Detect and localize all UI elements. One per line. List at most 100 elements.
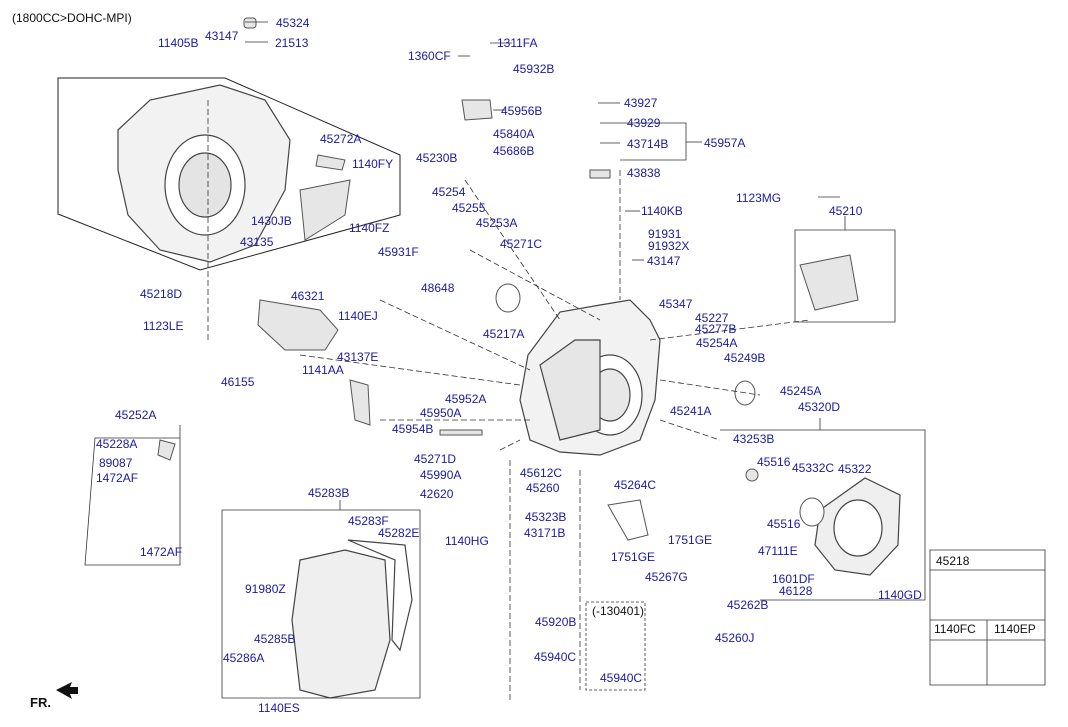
leader-lines-dashed bbox=[207, 100, 811, 700]
part-label-9[interactable]: 45686B bbox=[493, 144, 535, 158]
part-label-65[interactable]: 45322 bbox=[838, 462, 872, 476]
part-label-43[interactable]: 43137E bbox=[337, 350, 379, 364]
part-label-37[interactable]: 45347 bbox=[659, 297, 693, 311]
part-label-74[interactable]: 45516 bbox=[767, 517, 801, 531]
table-cell-45218: 45218 bbox=[936, 554, 970, 568]
part-label-12[interactable]: 43714B bbox=[627, 137, 669, 151]
part-label-17[interactable]: 45230B bbox=[416, 151, 458, 165]
part-label-69[interactable]: 45323B bbox=[525, 510, 567, 524]
part-label-47[interactable]: 45950A bbox=[420, 406, 462, 420]
part-label-21[interactable]: 45254 bbox=[432, 185, 466, 199]
part-label-28[interactable]: 46321 bbox=[291, 289, 325, 303]
part-label-29[interactable]: 1140EJ bbox=[338, 309, 378, 323]
part-label-56[interactable]: 45271D bbox=[414, 452, 457, 466]
part-label-7[interactable]: 45956B bbox=[501, 104, 543, 118]
part-label-72[interactable]: 1751GE bbox=[668, 533, 713, 547]
part-label-0[interactable]: 45324 bbox=[276, 16, 310, 30]
part-label-10[interactable]: 43927 bbox=[624, 96, 658, 110]
part-label-84[interactable]: 45285B bbox=[254, 632, 296, 646]
part-label-52[interactable]: 45252A bbox=[115, 408, 157, 422]
variant-label: (1800CC>DOHC-MPI) bbox=[12, 11, 132, 25]
part-label-55[interactable]: 1472AF bbox=[96, 471, 139, 485]
part-label-19[interactable]: 43135 bbox=[240, 235, 274, 249]
table-cell-1140FC: 1140FC bbox=[934, 622, 976, 636]
part-label-68[interactable]: 45282E bbox=[378, 526, 420, 540]
part-label-26[interactable]: 48648 bbox=[421, 281, 455, 295]
part-label-73[interactable]: 1140HG bbox=[445, 534, 489, 548]
part-label-25[interactable]: 45931F bbox=[378, 245, 419, 259]
part-label-78[interactable]: 46128 bbox=[779, 584, 813, 598]
part-label-60[interactable]: 42620 bbox=[420, 487, 454, 501]
part-label-34[interactable]: 43147 bbox=[647, 254, 681, 268]
part-label-46[interactable]: 45952A bbox=[445, 392, 487, 406]
part-label-4[interactable]: 1311FA bbox=[497, 36, 538, 50]
part-label-23[interactable]: 45253A bbox=[476, 216, 518, 230]
inset-part-label: 45940C bbox=[600, 671, 642, 685]
part-label-76[interactable]: 45267G bbox=[645, 570, 688, 584]
part-label-40[interactable]: 45217A bbox=[483, 327, 525, 341]
part-label-50[interactable]: 45241A bbox=[670, 404, 712, 418]
part-label-61[interactable]: 45264C bbox=[614, 478, 657, 492]
part-label-81[interactable]: 91980Z bbox=[245, 582, 286, 596]
part-label-57[interactable]: 45990A bbox=[420, 468, 462, 482]
part-label-39[interactable]: 45277B bbox=[695, 322, 737, 336]
part-label-44[interactable]: 1141AA bbox=[302, 363, 344, 377]
part-label-62[interactable]: 43253B bbox=[733, 432, 775, 446]
part-label-3[interactable]: 21513 bbox=[275, 36, 309, 50]
part-label-87[interactable]: 45260J bbox=[715, 631, 755, 645]
part-label-27[interactable]: 45218D bbox=[140, 287, 183, 301]
part-label-2[interactable]: 43147 bbox=[205, 29, 239, 43]
part-label-22[interactable]: 45255 bbox=[452, 201, 486, 215]
transaxle-case bbox=[519, 299, 661, 456]
part-label-45[interactable]: 46155 bbox=[221, 375, 255, 389]
part-label-64[interactable]: 45332C bbox=[792, 461, 835, 475]
part-label-51[interactable]: 45320D bbox=[798, 400, 841, 414]
part-label-53[interactable]: 45228A bbox=[96, 437, 138, 451]
part-label-77[interactable]: 1601DF bbox=[772, 572, 815, 586]
part-label-83[interactable]: 45262B bbox=[727, 598, 769, 612]
part-label-58[interactable]: 45612C bbox=[520, 466, 563, 480]
part-label-66[interactable]: 45283B bbox=[308, 486, 350, 500]
part-label-24[interactable]: 45271C bbox=[500, 237, 543, 251]
part-label-59[interactable]: 45260 bbox=[526, 481, 560, 495]
clutch-housing bbox=[117, 84, 291, 263]
part-label-63[interactable]: 45516 bbox=[757, 455, 791, 469]
part-label-32[interactable]: 91931 bbox=[648, 227, 682, 241]
part-label-30[interactable]: 1123LE bbox=[143, 319, 184, 333]
rear-cover bbox=[814, 477, 901, 576]
part-label-88[interactable]: 1140ES bbox=[258, 701, 300, 715]
part-label-48[interactable]: 45954B bbox=[392, 422, 434, 436]
part-label-67[interactable]: 45283F bbox=[348, 514, 389, 528]
part-label-31[interactable]: 1140KB bbox=[641, 204, 683, 218]
small-parts bbox=[157, 17, 859, 541]
part-label-8[interactable]: 45840A bbox=[493, 127, 535, 141]
part-label-82[interactable]: 45920B bbox=[535, 615, 577, 629]
part-label-79[interactable]: 1140GD bbox=[878, 588, 922, 602]
table-cell-1140EP: 1140EP bbox=[994, 622, 1036, 636]
part-label-18[interactable]: 1430JB bbox=[251, 214, 292, 228]
part-label-11[interactable]: 43929 bbox=[627, 116, 661, 130]
part-label-86[interactable]: 45940C bbox=[534, 650, 577, 664]
part-label-75[interactable]: 47111E bbox=[758, 544, 798, 558]
part-label-6[interactable]: 45932B bbox=[513, 62, 555, 76]
part-label-5[interactable]: 1360CF bbox=[408, 49, 451, 63]
part-label-36[interactable]: 45210 bbox=[829, 204, 863, 218]
part-label-71[interactable]: 1751GE bbox=[611, 550, 656, 564]
part-label-15[interactable]: 45272A bbox=[320, 132, 362, 146]
part-label-38[interactable]: 45227 bbox=[695, 311, 729, 325]
part-label-70[interactable]: 43171B bbox=[524, 526, 566, 540]
part-label-16[interactable]: 1140FY bbox=[352, 157, 394, 171]
part-label-80[interactable]: 1472AF bbox=[140, 545, 183, 559]
part-label-41[interactable]: 45254A bbox=[696, 336, 738, 350]
oil-pan bbox=[291, 539, 413, 699]
part-label-14[interactable]: 43838 bbox=[627, 166, 661, 180]
part-label-42[interactable]: 45249B bbox=[724, 351, 766, 365]
part-label-1[interactable]: 11405B bbox=[158, 36, 199, 50]
part-label-35[interactable]: 1123MG bbox=[736, 191, 782, 205]
part-label-33[interactable]: 91932X bbox=[648, 239, 690, 253]
part-label-49[interactable]: 45245A bbox=[780, 384, 822, 398]
part-label-54[interactable]: 89087 bbox=[99, 456, 133, 470]
part-label-85[interactable]: 45286A bbox=[223, 651, 265, 665]
part-label-20[interactable]: 1140FZ bbox=[349, 221, 390, 235]
part-label-13[interactable]: 45957A bbox=[704, 136, 746, 150]
